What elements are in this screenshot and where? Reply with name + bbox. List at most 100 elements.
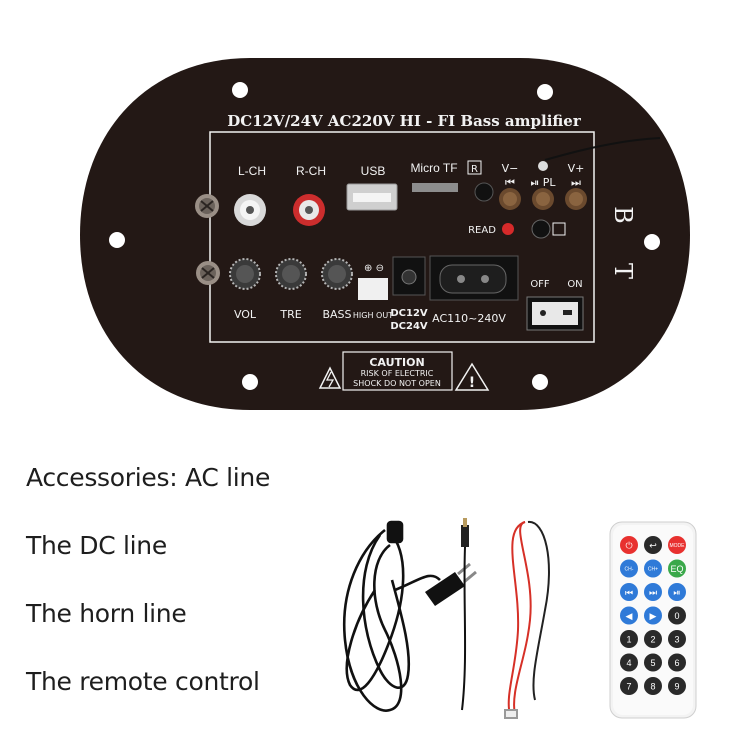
high-out-label: HIGH OUT xyxy=(353,311,393,320)
ac-label: AC110~240V xyxy=(432,312,506,325)
remote-button[interactable] xyxy=(644,653,662,672)
vol-knob[interactable] xyxy=(229,258,261,290)
panel-outline xyxy=(209,131,595,343)
microtf-slot[interactable] xyxy=(412,183,458,192)
vminus-label: V− xyxy=(502,162,519,175)
caution-line-2: SHOCK DO NOT OPEN xyxy=(353,379,441,388)
accessories-line-4: The remote control xyxy=(26,667,260,696)
r-badge-2 xyxy=(552,222,566,236)
dc-label-2: DC24V xyxy=(390,321,428,332)
ac-power-cord xyxy=(342,520,441,712)
prev-icon: ⏮ xyxy=(505,176,515,189)
caution-title: CAUTION xyxy=(369,356,424,369)
accessories-line-1: Accessories: AC line xyxy=(26,463,271,492)
r-badge xyxy=(467,160,482,175)
bass-label: BASS xyxy=(322,308,351,321)
remote-button[interactable] xyxy=(620,630,638,648)
rca-jack-right[interactable] xyxy=(293,194,325,226)
amplifier-board: DC12V/24V AC220V HI - FI Bass amplifier … xyxy=(80,58,690,410)
mount-hole xyxy=(644,234,660,250)
usb-label: USB xyxy=(361,164,386,178)
euro-plug xyxy=(425,562,477,606)
vol-label: VOL xyxy=(234,308,257,321)
remote-button-label: 4 xyxy=(626,658,631,668)
remote-button-label: 3 xyxy=(674,635,679,645)
remote-button[interactable] xyxy=(644,677,662,695)
screw xyxy=(196,261,220,285)
playpause-label: ⏯ PL xyxy=(530,176,556,189)
tre-knob[interactable] xyxy=(275,258,307,290)
remote-button[interactable] xyxy=(644,630,662,648)
vminus-button[interactable] xyxy=(499,188,521,210)
dc-label-1: DC12V xyxy=(390,308,428,319)
mount-hole xyxy=(242,374,258,390)
antenna-wire xyxy=(544,137,661,161)
dc-cable xyxy=(461,518,469,711)
remote-button[interactable] xyxy=(668,630,686,648)
remote-button-label: ◀ xyxy=(626,611,633,621)
remote-button[interactable] xyxy=(620,677,638,695)
off-label: OFF xyxy=(530,279,550,290)
remote-button[interactable] xyxy=(668,677,686,695)
ir-receiver xyxy=(474,182,494,202)
remote-button[interactable] xyxy=(644,536,662,554)
remote-button-label: 5 xyxy=(650,658,655,668)
on-label: ON xyxy=(567,279,582,290)
remote-button[interactable] xyxy=(668,559,686,578)
ac-socket[interactable] xyxy=(429,255,519,301)
vplus-label: V+ xyxy=(568,162,585,175)
bt-letter-b: B xyxy=(609,206,637,224)
next-icon: ⏭ xyxy=(571,176,581,189)
mount-hole xyxy=(232,82,248,98)
remote-button[interactable] xyxy=(644,559,662,578)
remote-button[interactable] xyxy=(644,583,662,601)
remote-button-label: ⏮ xyxy=(625,588,633,598)
remote-button-label: ⏯ xyxy=(673,588,680,598)
caution-box xyxy=(342,351,453,391)
mount-hole xyxy=(109,232,125,248)
remote-button-label: 1 xyxy=(626,635,631,645)
remote-button-label: 2 xyxy=(650,635,655,645)
usb-port[interactable] xyxy=(346,183,398,211)
remote-button-label: ⏭ xyxy=(649,588,657,598)
remote-button-label: CH+ xyxy=(648,567,658,573)
remote-button[interactable] xyxy=(620,559,638,578)
remote-button-label: ▶ xyxy=(650,611,657,621)
vplus-button[interactable] xyxy=(565,188,587,210)
horn-wire xyxy=(504,520,550,719)
remote-button[interactable] xyxy=(668,583,686,601)
r-badge-label: R xyxy=(471,164,478,175)
remote-button[interactable] xyxy=(668,653,686,672)
power-switch[interactable] xyxy=(526,296,584,331)
remote-button-label: 7 xyxy=(626,682,631,692)
aux-jack[interactable] xyxy=(531,219,551,239)
caution-line-1: RISK OF ELECTRIC xyxy=(361,369,434,378)
remote-button[interactable] xyxy=(668,606,686,625)
remote-button-label: ↩ xyxy=(649,541,657,551)
remote-button[interactable] xyxy=(620,536,638,554)
bt-letter-t: T xyxy=(609,263,637,279)
remote-button[interactable] xyxy=(668,536,686,554)
remote-button-label: MODE xyxy=(670,543,686,549)
mount-hole xyxy=(532,374,548,390)
warning-triangle-icon xyxy=(318,366,342,389)
remote-button-label: 8 xyxy=(650,682,655,692)
microtf-label: Micro TF xyxy=(410,161,457,175)
bass-knob[interactable] xyxy=(321,258,353,290)
read-label: READ xyxy=(468,225,496,236)
remote-button-label: CH- xyxy=(625,567,634,573)
remote-button[interactable] xyxy=(620,653,638,672)
accessories-line-2: The DC line xyxy=(26,531,167,560)
screw xyxy=(195,194,219,218)
remote-button-label: 9 xyxy=(674,682,679,692)
remote-button[interactable] xyxy=(620,606,638,625)
remote-button[interactable] xyxy=(620,583,638,601)
mount-hole xyxy=(537,84,553,100)
read-led xyxy=(502,223,514,235)
playpause-button[interactable] xyxy=(532,188,554,210)
remote-button[interactable] xyxy=(644,606,662,625)
high-out-connector[interactable] xyxy=(358,278,388,300)
rca-jack-left[interactable] xyxy=(234,194,266,226)
dc-jack[interactable] xyxy=(392,256,426,296)
